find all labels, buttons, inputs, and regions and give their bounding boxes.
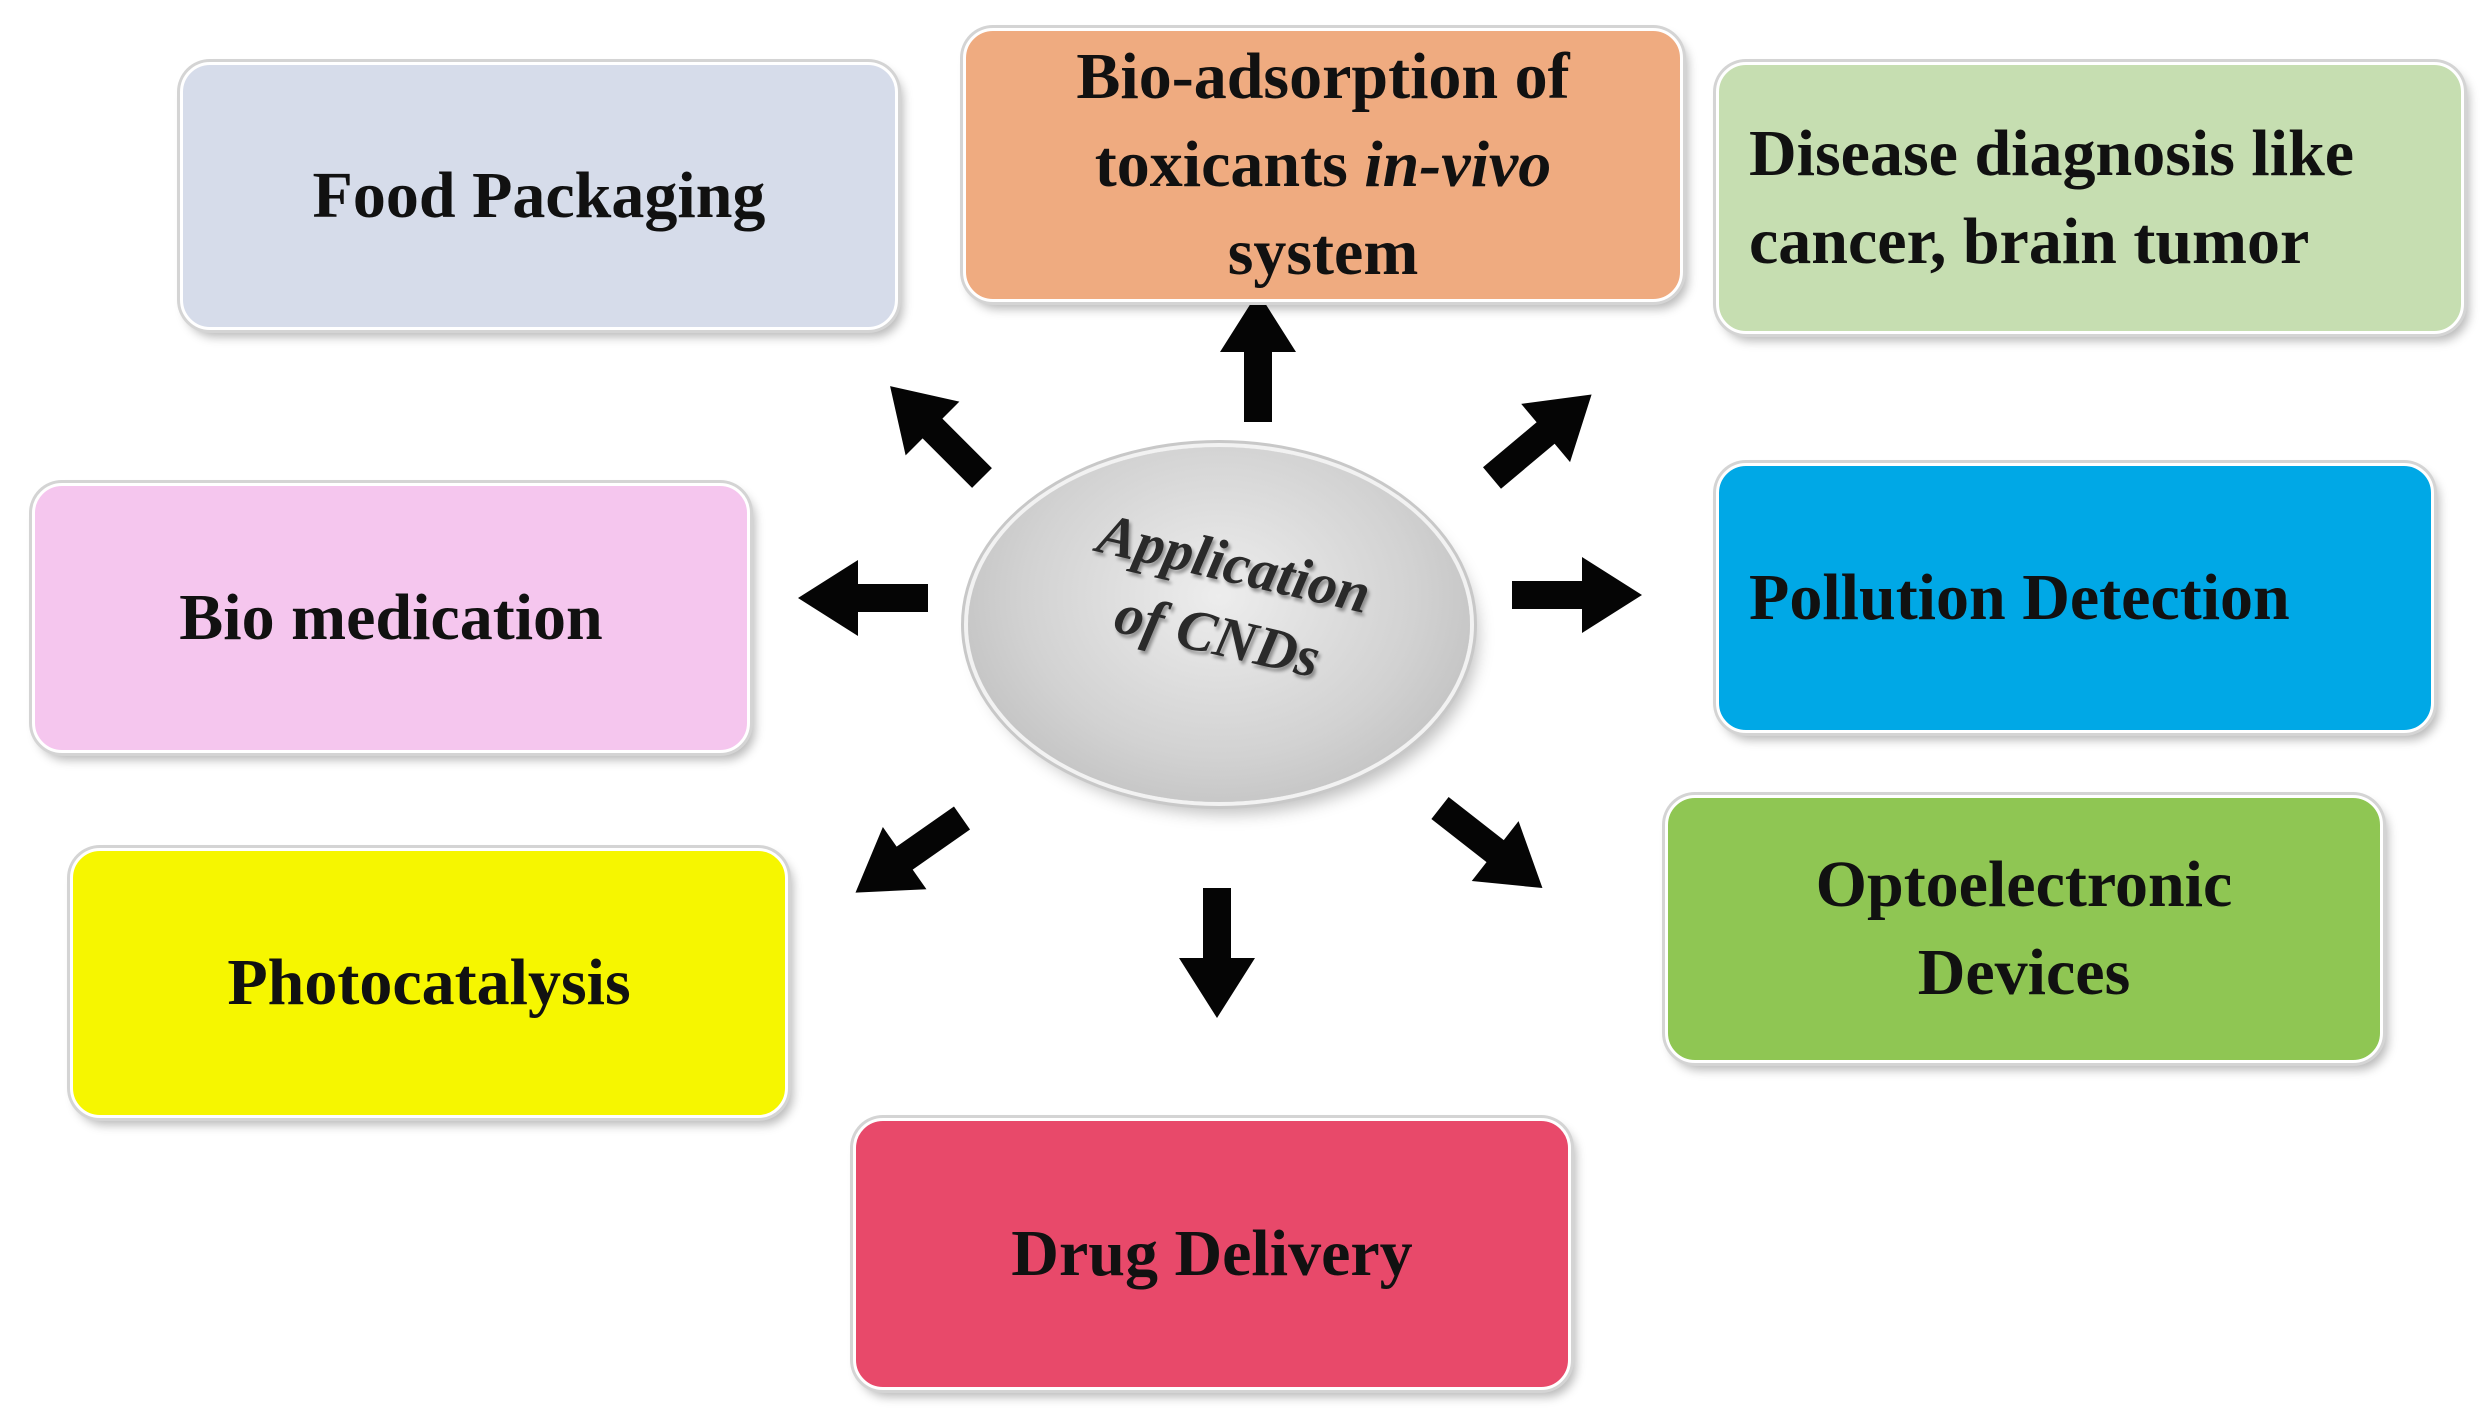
- box-food-packaging-label: Food Packaging: [312, 159, 766, 233]
- bio-adsorption-text-end: system: [1227, 215, 1419, 289]
- center-hub-ellipse: [968, 447, 1470, 802]
- arrow-to-bio-adsorption: [1220, 292, 1296, 422]
- arrow-to-disease-diagnosis: [1467, 365, 1617, 508]
- arrow-to-photocatalysis: [833, 786, 984, 924]
- box-drug-delivery: Drug Delivery: [853, 1118, 1571, 1390]
- arrow-to-optoelectronic-devices: [1416, 778, 1566, 918]
- box-disease-diagnosis: Disease diagnosis like cancer, brain tum…: [1716, 62, 2464, 334]
- box-bio-medication: Bio medication: [32, 483, 750, 753]
- box-disease-diagnosis-label: Disease diagnosis like cancer, brain tum…: [1749, 117, 2355, 278]
- arrow-to-pollution-detection: [1512, 557, 1642, 633]
- box-drug-delivery-label: Drug Delivery: [1011, 1217, 1413, 1291]
- box-pollution-detection-label: Pollution Detection: [1749, 561, 2290, 635]
- box-photocatalysis: Photocatalysis: [70, 848, 788, 1118]
- box-optoelectronic-devices: Optoelectronic Devices: [1665, 795, 2383, 1063]
- box-food-packaging: Food Packaging: [180, 62, 898, 330]
- bio-adsorption-text-start: Bio-adsorption of toxicants: [1076, 40, 1570, 202]
- arrow-to-food-packaging: [863, 359, 1009, 505]
- box-bio-medication-label: Bio medication: [179, 581, 603, 655]
- bio-adsorption-text-italic: in-vivo: [1364, 128, 1552, 202]
- arrow-to-bio-medication: [798, 560, 928, 636]
- box-photocatalysis-label: Photocatalysis: [227, 946, 631, 1020]
- arrow-to-drug-delivery: [1179, 888, 1255, 1018]
- box-bio-adsorption-label: Bio-adsorption of toxicants in-vivo syst…: [966, 33, 1680, 296]
- box-pollution-detection: Pollution Detection: [1716, 463, 2434, 733]
- box-optoelectronic-devices-label: Optoelectronic Devices: [1815, 848, 2233, 1009]
- box-bio-adsorption: Bio-adsorption of toxicants in-vivo syst…: [963, 28, 1683, 302]
